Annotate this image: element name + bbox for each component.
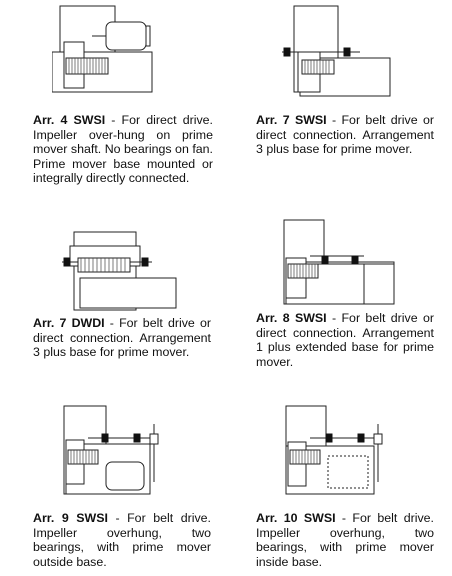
- arr4-swsi-caption: Arr. 4 SWSI - For direct drive. Impeller…: [33, 113, 213, 186]
- arr7-swsi-caption: Arr. 7 SWSI - For belt drive or direct c…: [256, 113, 435, 157]
- arr4-swsi-diagram: [52, 2, 162, 103]
- arr8-swsi-diagram: [280, 216, 396, 311]
- arr7-dwdi-caption: Arr. 7 DWDI - For belt drive or direct c…: [33, 316, 211, 360]
- arr7-dwdi-diagram: [60, 228, 180, 317]
- arr10-swsi-diagram: [282, 404, 392, 501]
- arr10-swsi-caption: Arr. 10 SWSI - For belt drive. Impeller …: [256, 511, 435, 569]
- arr7-swsi-diagram: [280, 2, 392, 103]
- arr9-swsi-diagram: [58, 404, 168, 501]
- arr8-swsi-caption: Arr. 8 SWSI - For belt drive or direct c…: [256, 311, 435, 369]
- arr9-swsi-caption: Arr. 9 SWSI - For belt drive. Impeller o…: [33, 511, 212, 569]
